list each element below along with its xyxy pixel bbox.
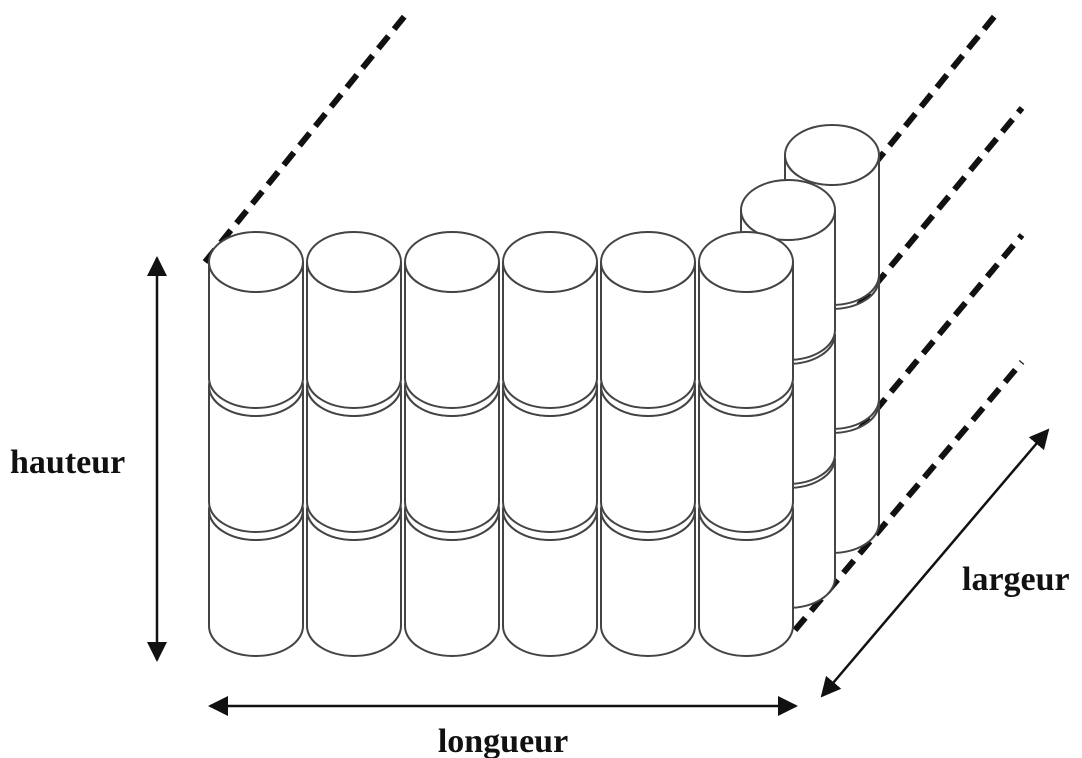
cylinder — [600, 231, 696, 409]
cylinder — [404, 231, 500, 409]
height-label: hauteur — [10, 444, 125, 481]
width-label: largeur — [962, 561, 1070, 598]
cylinder — [698, 231, 794, 409]
cylinder — [306, 231, 402, 409]
length-label: longueur — [438, 723, 568, 758]
front-cylinder-grid — [208, 231, 794, 657]
depth-guide-line — [202, 10, 411, 264]
cylinder — [208, 231, 304, 409]
cylinder — [502, 231, 598, 409]
width-arrow — [820, 428, 1050, 698]
